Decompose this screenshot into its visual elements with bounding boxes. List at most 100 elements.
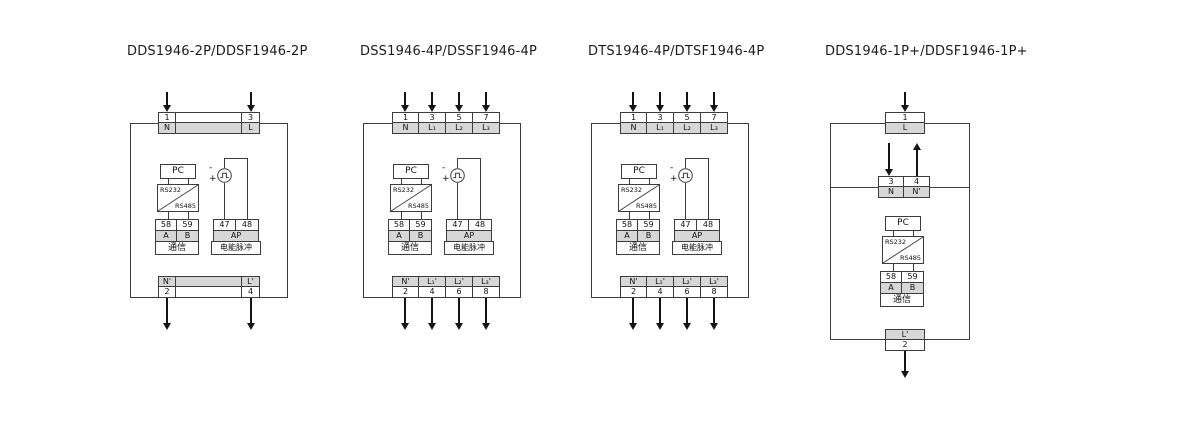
bottom-terminal-numbers: 2 [885,340,925,351]
wire [168,179,169,184]
terminal-number: 7 [701,112,728,123]
terminal-number: 6 [674,287,701,298]
arrow-down-icon [656,298,664,330]
pulse-name-box: 电能脉冲 [211,241,261,255]
terminal-label: L₁ [647,123,674,134]
arrow-down-icon [455,92,463,112]
pulse-terminal-numbers: 47 48 [446,219,492,231]
terminal-number: 58 [880,271,902,283]
polarity-plus: + [442,174,450,184]
terminal-number: 47 [446,219,469,231]
terminal-number: 3 [647,112,674,123]
comm-terminal-numbers: 58 59 [388,219,432,231]
pulse-terminal-numbers: 47 48 [213,219,259,231]
arrow-down-icon [710,298,718,330]
terminal-label: L₂ [446,123,473,134]
wire [421,212,422,219]
arrow-down-icon [163,298,171,330]
arrow-down-icon [247,92,255,112]
terminal-label: L₂' [674,276,701,287]
wire [685,158,709,159]
wire [893,264,894,271]
comm-name-box: 通信 [880,293,924,307]
terminal-number: 2 [158,287,176,298]
wire [457,183,458,219]
wire [708,158,709,219]
terminal-label: L [242,123,260,134]
comm-terminal-numbers: 58 59 [155,219,199,231]
diagram-title: DDS1946-2P/DDSF1946-2P [127,44,308,59]
top-terminal-labels: N L₁ L₂ L₃ [620,123,728,134]
terminal-number: 4 [242,287,260,298]
terminal-number: 3 [242,112,260,123]
pc-box: PC [621,164,657,179]
terminal-label: N' [392,276,419,287]
arrow-down-icon [247,298,255,330]
terminal-number: 1 [885,112,925,123]
arrow-down-icon [401,92,409,112]
arrow-down-icon [455,298,463,330]
pc-box: PC [885,216,921,231]
wire [913,231,914,236]
diagram-title: DDS1946-1P+/DDSF1946-1P+ [825,44,1028,59]
terminal-number: 47 [213,219,236,231]
rs232-label: RS232 [621,186,643,194]
terminal-label: L₃ [473,123,500,134]
terminal-blank [176,123,242,134]
wire [629,179,630,184]
terminal-label: N' [620,276,647,287]
terminal-label: N [158,123,176,134]
terminal-number: 3 [878,176,904,187]
rs232-label: RS232 [885,238,907,246]
terminal-label: L₃' [473,276,500,287]
wire [457,158,458,168]
top-terminal-numbers: 1 3 5 7 [620,112,728,123]
arrow-down-icon [683,92,691,112]
pulse-terminal-numbers: 47 48 [674,219,720,231]
polarity-plus: + [670,174,678,184]
terminal-number: 59 [638,219,660,231]
arrow-down-icon [428,298,436,330]
comm-terminal-numbers: 58 59 [880,271,924,283]
wire [168,212,169,219]
terminal-number: 2 [885,340,925,351]
terminal-label: L₂' [446,276,473,287]
arrow-down-icon [656,92,664,112]
wire [913,264,914,271]
terminal-number: 4 [419,287,446,298]
bottom-terminal-labels: L' [885,329,925,340]
diagonal-line [883,237,923,263]
terminal-number: 47 [674,219,697,231]
terminal-number: 48 [236,219,259,231]
wire [224,183,225,219]
terminal-label: L' [885,329,925,340]
meter-outline [591,123,749,298]
terminal-label: L₂ [674,123,701,134]
terminal-number: 1 [392,112,419,123]
terminal-label: L₁' [419,276,446,287]
top-terminal-labels: N L [158,123,260,134]
pc-box: PC [160,164,196,179]
bottom-terminal-numbers: 2 4 [158,287,260,298]
top-terminal-labels: L [885,123,925,134]
rs485-label: RS485 [899,253,921,262]
terminal-number: 5 [446,112,473,123]
terminal-number: 4 [647,287,674,298]
terminal-label: N [620,123,647,134]
wire [188,179,189,184]
terminal-number: 48 [697,219,720,231]
wire [685,183,686,219]
diagonal-line [158,185,198,211]
terminal-label: L [885,123,925,134]
rs232-rs485-converter: RS232 RS485 [390,184,432,212]
wire [649,212,650,219]
arrow-down-icon [629,92,637,112]
wire [893,231,894,236]
terminal-number: 3 [419,112,446,123]
mid-terminal-numbers: 3 4 [878,176,930,187]
bottom-terminal-numbers: 2 4 6 8 [620,287,728,298]
wire [401,179,402,184]
terminal-label: N [392,123,419,134]
terminal-number: 58 [155,219,177,231]
meter-outline [130,123,288,298]
